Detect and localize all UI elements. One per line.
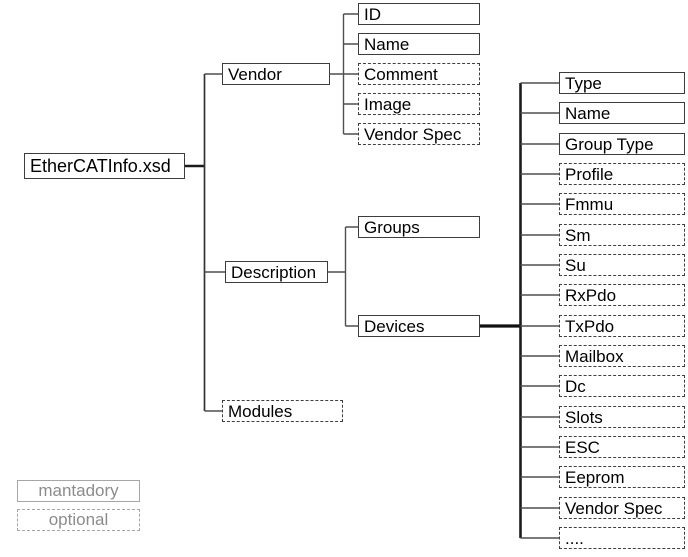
devices-branch-lines [520,82,561,539]
node-device-name: Name [559,102,685,124]
node-device-dc: Dc [559,375,685,397]
node-device-txpdo: TxPdo [559,315,685,337]
description-branch-lines [328,226,359,327]
node-devices: Devices [358,315,480,337]
node-vendor-comment: Comment [358,63,480,85]
legend-mandatory-box: mantadory [17,480,140,502]
node-device-more: .... [559,527,685,549]
node-description: Description [225,261,328,283]
node-device-fmmu: Fmmu [559,193,685,215]
node-device-profile: Profile [559,163,685,185]
vendor-branch-lines [330,13,359,135]
node-device-eeprom: Eeprom [559,466,685,488]
node-vendor-id: ID [358,3,480,25]
legend-optional-box: optional [17,509,140,531]
node-device-mailbox: Mailbox [559,345,685,367]
node-groups: Groups [358,216,480,238]
node-device-sm: Sm [559,224,685,246]
node-device-vendor-spec: Vendor Spec [559,497,685,519]
node-vendor-spec: Vendor Spec [358,123,480,145]
node-vendor-image: Image [358,93,480,115]
node-modules: Modules [222,400,343,422]
node-device-rxpdo: RxPdo [559,284,685,306]
node-vendor-name: Name [358,33,480,55]
node-device-group-type: Group Type [559,133,685,155]
node-root: EtherCATInfo.xsd [24,153,185,179]
node-device-esc: ESC [559,436,685,458]
root-branch-lines [204,73,226,412]
node-device-type: Type [559,72,685,94]
node-device-su: Su [559,254,685,276]
node-device-slots: Slots [559,406,685,428]
node-vendor: Vendor [222,63,330,85]
